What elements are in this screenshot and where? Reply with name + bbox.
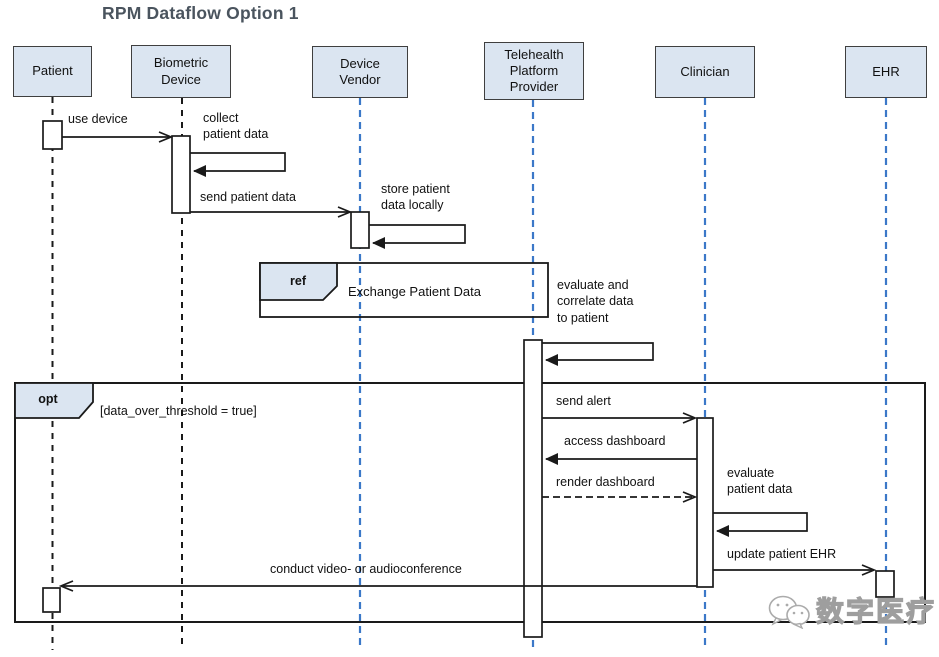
actor-patient-label: Patient — [32, 63, 73, 79]
ref-fragment-pentagon — [259, 262, 338, 301]
ref-body-label: Exchange Patient Data — [348, 284, 481, 299]
label-send-patient-data: send patient data — [200, 190, 296, 204]
label-collect-patient-data: collect patient data — [203, 111, 269, 142]
opt-fragment-frame — [14, 382, 926, 623]
arrow-store-patient-data — [369, 224, 466, 249]
actor-ehr: EHR — [845, 46, 927, 98]
label-update-patient-ehr: update patient EHR — [727, 547, 837, 561]
label-access-dashboard: access dashboard — [564, 434, 666, 448]
opt-guard-label: [data_over_threshold = true] — [100, 404, 257, 418]
actor-biometric-device: Biometric Device — [131, 45, 231, 98]
opt-fragment-pentagon — [14, 382, 94, 419]
actor-clinician: Clinician — [655, 46, 755, 98]
label-conduct-conference: conduct video- or audioconference — [270, 562, 462, 576]
actor-biometric-device-label: Biometric Device — [153, 55, 209, 87]
actor-device-vendor: Device Vendor — [312, 46, 408, 98]
wechat-icon — [768, 595, 810, 629]
diagram-title: RPM Dataflow Option 1 — [102, 3, 299, 23]
activation-clinician — [696, 417, 714, 588]
activation-biometric-device — [171, 135, 191, 214]
label-render-dashboard: render dashboard — [556, 475, 655, 489]
label-evaluate-correlate: evaluate and correlate data to patient — [557, 278, 634, 325]
arrow-evaluate-correlate — [542, 342, 654, 366]
activation-telehealth-provider — [523, 339, 543, 638]
watermark-text: 数字医疗 — [815, 595, 937, 627]
actor-clinician-label: Clinician — [680, 63, 730, 79]
activation-patient-bottom — [42, 587, 61, 613]
activation-patient-top — [42, 120, 63, 150]
label-use-device: use device — [68, 112, 128, 126]
ref-operator-label: ref — [290, 274, 306, 288]
opt-operator-label: opt — [38, 392, 58, 406]
label-evaluate-patient-data: evaluate patient data — [727, 466, 793, 497]
label-send-alert: send alert — [556, 394, 611, 408]
actor-telehealth-provider: Telehealth Platform Provider — [484, 42, 584, 100]
watermark: 数字医疗 — [766, 595, 936, 629]
activation-ehr — [875, 570, 895, 598]
arrow-evaluate-patient-data — [713, 512, 808, 537]
actor-device-vendor-label: Device Vendor — [339, 55, 381, 87]
actor-telehealth-provider-label: Telehealth Platform Provider — [504, 46, 564, 95]
activation-device-vendor — [350, 211, 370, 249]
actor-patient: Patient — [13, 46, 92, 97]
actor-ehr-label: EHR — [872, 63, 900, 79]
arrow-collect-patient-data — [190, 152, 286, 177]
label-store-patient-data: store patient data locally — [381, 182, 450, 213]
